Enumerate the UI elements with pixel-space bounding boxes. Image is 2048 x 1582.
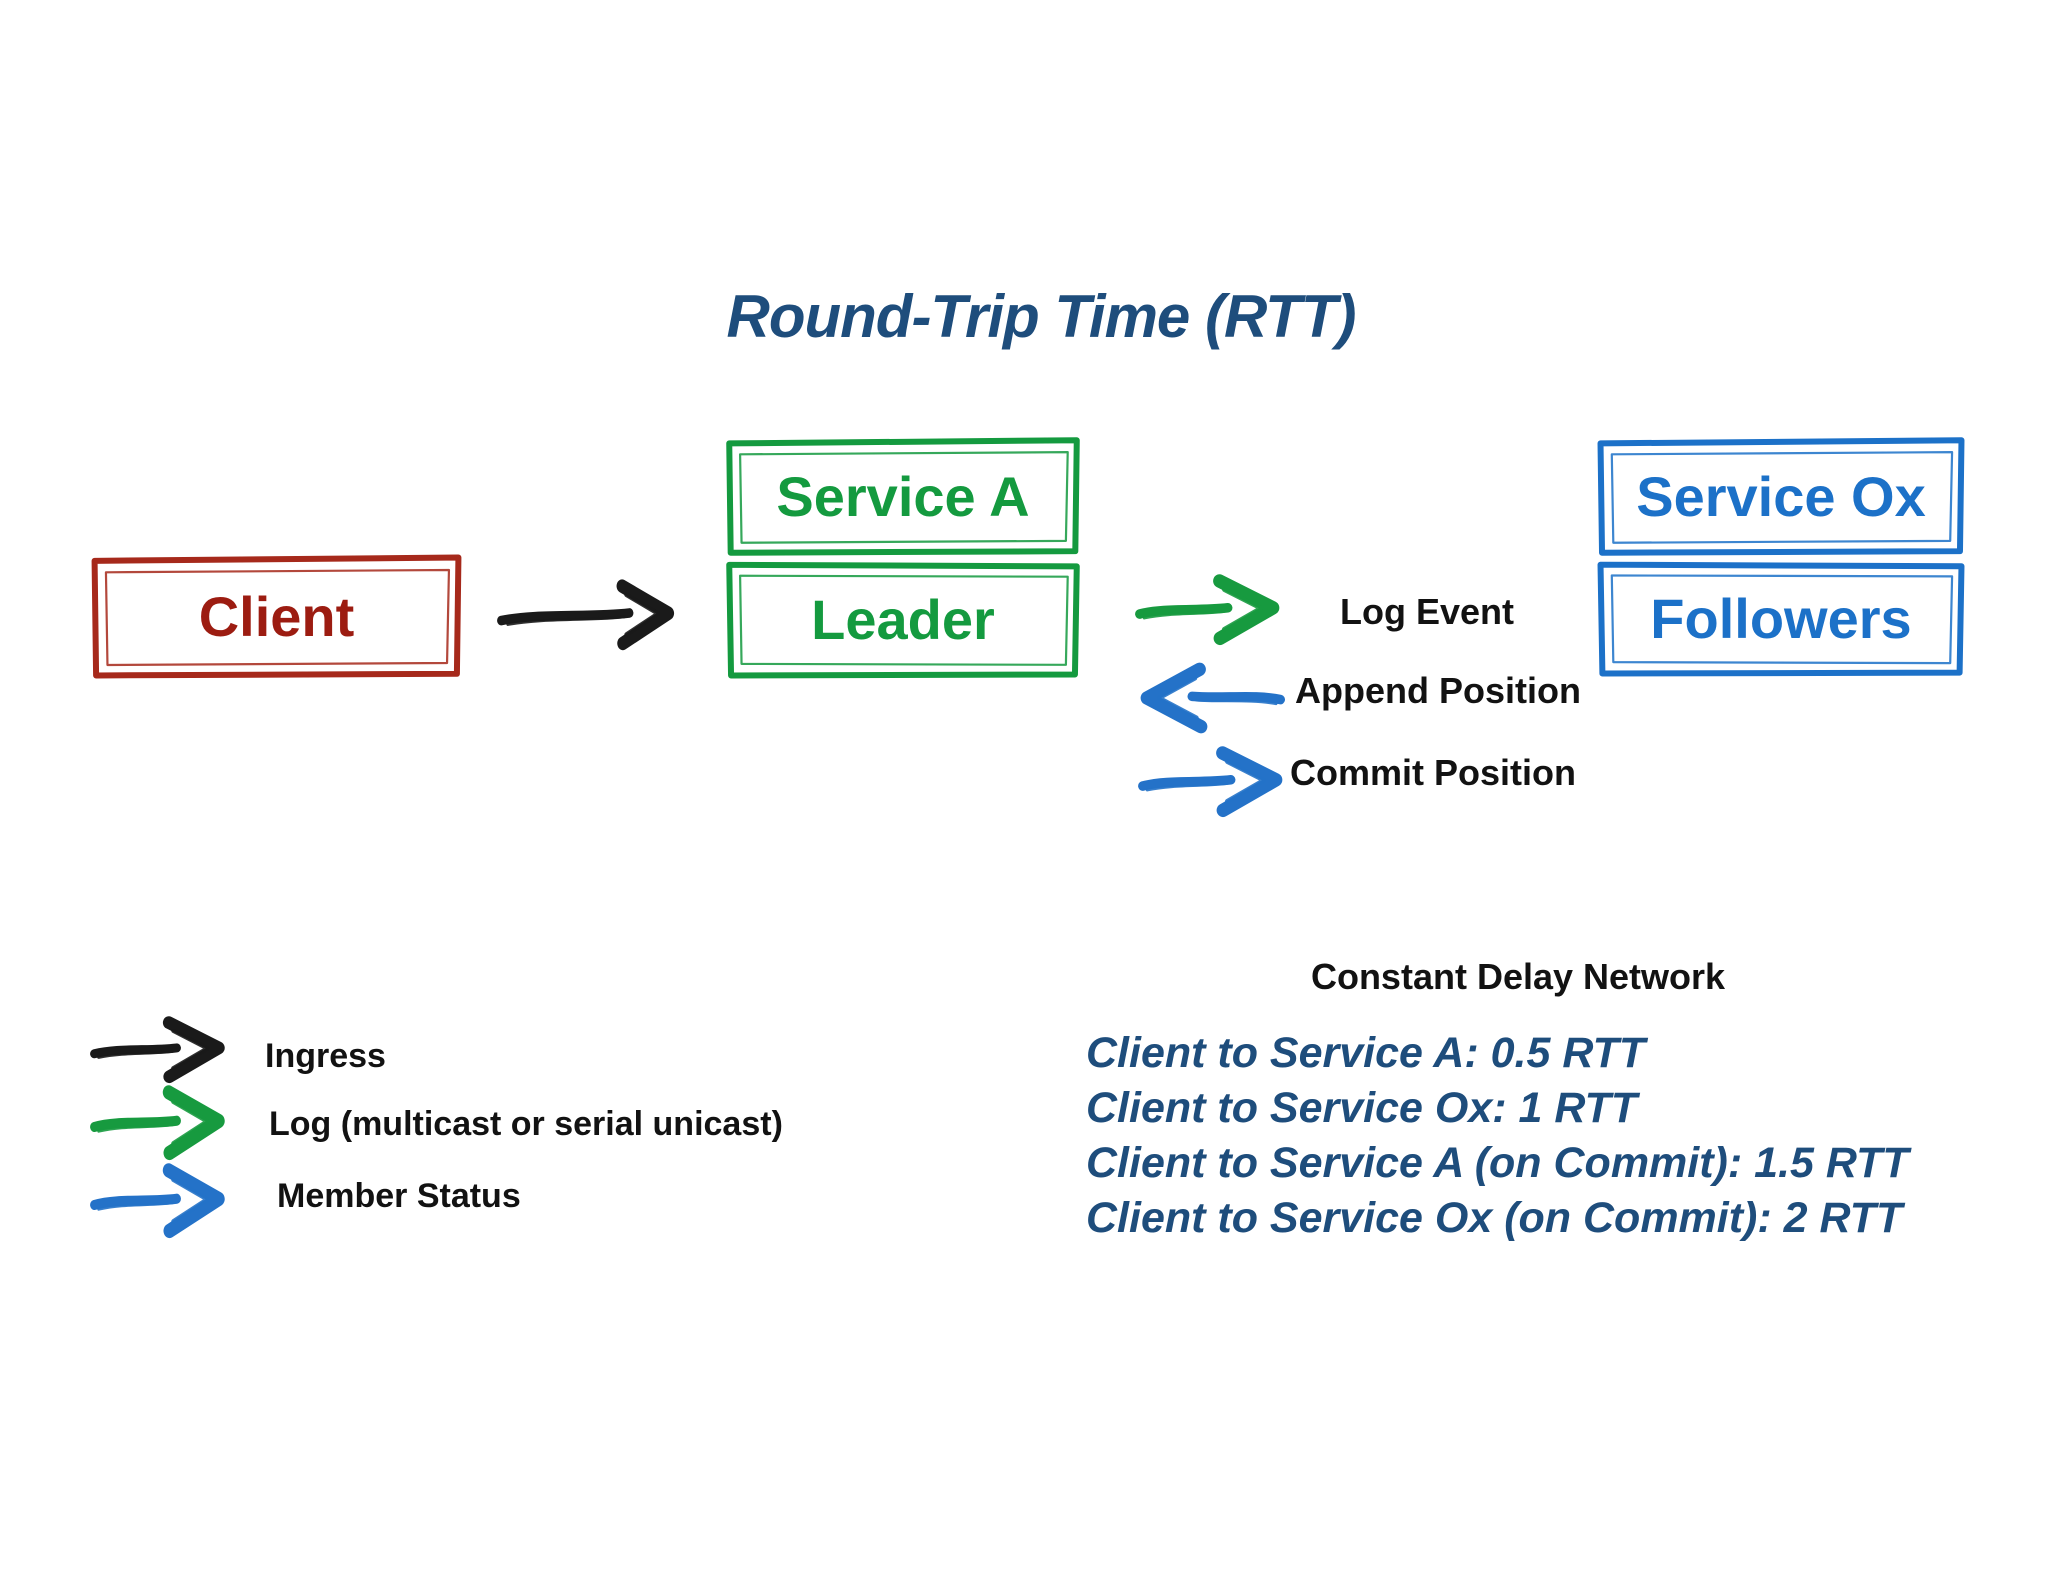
legend-ingress-label: Ingress — [265, 1037, 386, 1075]
service-a-label: Service A — [776, 465, 1030, 528]
log-event-arrow-icon — [1134, 572, 1286, 647]
sketch-border — [722, 434, 1084, 559]
black-arrow-icon — [89, 1015, 231, 1086]
log-event-label: Log Event — [1340, 591, 1515, 632]
followers-label: Followers — [1650, 587, 1912, 650]
client-node: Client — [87, 551, 466, 682]
rtt-line: Client to Service A: 0.5 RTT — [1086, 1029, 1646, 1077]
service-a-node: Service A — [722, 434, 1084, 559]
commit-position-arrow-icon — [1137, 744, 1289, 819]
client-to-leader-arrow-icon — [496, 578, 680, 654]
rtt-line: Client to Service A (on Commit): 1.5 RTT — [1086, 1139, 1909, 1187]
rtt-line: Client to Service Ox (on Commit): 2 RTT — [1086, 1194, 1903, 1242]
leader-node: Leader — [722, 557, 1084, 682]
sketch-border — [1593, 557, 1969, 680]
append-position-arrow-icon — [1135, 662, 1285, 734]
commit-position-label: Commit Position — [1290, 752, 1576, 793]
followers-node: Followers — [1593, 557, 1969, 680]
legend-member-status-label: Member Status — [277, 1177, 521, 1215]
append-position-label: Append Position — [1295, 670, 1581, 711]
rtt-summary: Client to Service A: 0.5 RTT Client to S… — [1086, 1026, 1909, 1246]
client-label: Client — [198, 585, 355, 648]
green-arrow-icon — [89, 1084, 231, 1163]
legend-log-label: Log (multicast or serial unicast) — [269, 1105, 783, 1143]
sketch-border — [87, 551, 466, 682]
blue-arrow-icon — [89, 1162, 231, 1241]
service-ox-label: Service Ox — [1636, 465, 1926, 528]
rtt-line: Client to Service Ox: 1 RTT — [1086, 1084, 1638, 1132]
sketch-border — [1593, 434, 1969, 559]
constant-delay-heading: Constant Delay Network — [1310, 956, 1726, 997]
service-ox-node: Service Ox — [1593, 434, 1969, 559]
leader-label: Leader — [811, 588, 995, 651]
page-title: Round-Trip Time (RTT) — [726, 283, 1357, 350]
sketch-border — [722, 557, 1084, 682]
